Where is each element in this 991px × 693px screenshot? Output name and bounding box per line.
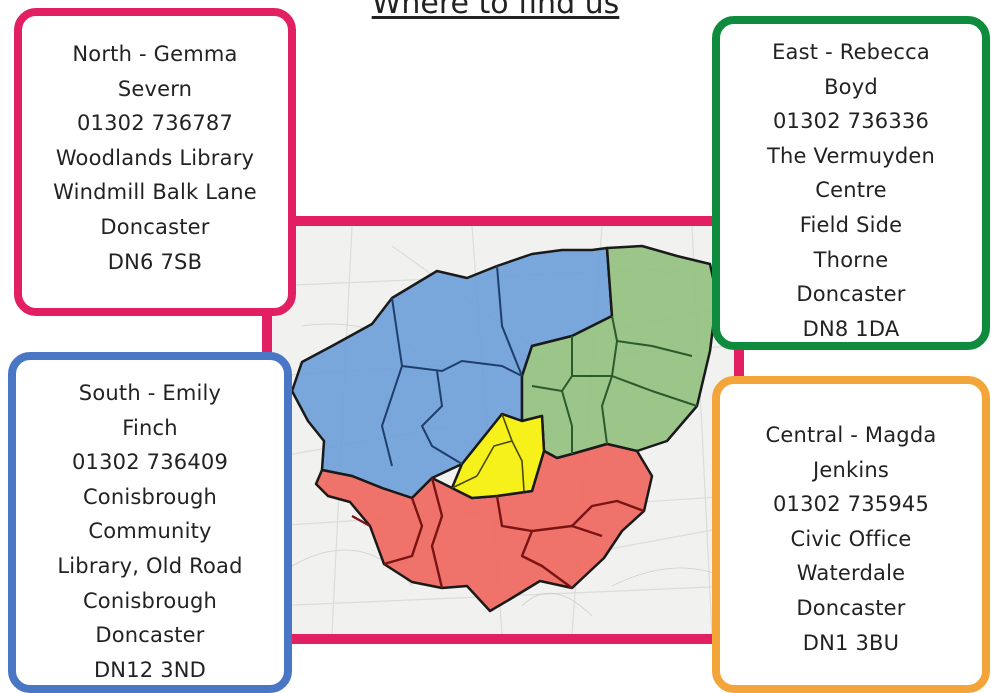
north-contact-name: North - Gemma bbox=[72, 42, 238, 66]
central-contact-card: Central - Magda Jenkins 01302 735945 Civ… bbox=[712, 376, 990, 693]
east-address-line-3: Field Side bbox=[799, 212, 903, 237]
central-address-line-3: Doncaster bbox=[796, 595, 906, 620]
east-address-line-1: The Vermuyden bbox=[766, 143, 935, 168]
central-address-line-2: Waterdale bbox=[796, 561, 906, 586]
central-address-line-1: Civic Office bbox=[790, 526, 912, 551]
east-postcode: DN8 1DA bbox=[802, 316, 900, 341]
south-contact-phone[interactable]: 01302 736409 bbox=[71, 450, 229, 475]
east-contact-card: East - Rebecca Boyd 01302 736336 The Ver… bbox=[712, 16, 990, 350]
central-contact-surname: Jenkins bbox=[812, 457, 890, 482]
south-contact-surname: Finch bbox=[122, 415, 178, 440]
south-address-line-4: Conisbrough bbox=[82, 588, 218, 613]
south-contact-name: South - Emily bbox=[78, 381, 222, 405]
south-postcode: DN12 3ND bbox=[93, 657, 207, 682]
north-contact-card: North - Gemma Severn 01302 736787 Woodla… bbox=[14, 8, 296, 316]
south-address-line-1: Conisbrough bbox=[82, 484, 218, 509]
north-address-line-1: Woodlands Library bbox=[55, 145, 255, 170]
central-contact-name: Central - Magda bbox=[765, 423, 937, 447]
east-address-line-4: Thorne bbox=[813, 247, 889, 272]
page-title: Where to find us bbox=[371, 0, 620, 21]
south-address-line-5: Doncaster bbox=[95, 623, 205, 648]
north-contact-surname: Severn bbox=[117, 76, 193, 101]
north-address-line-2: Windmill Balk Lane bbox=[53, 180, 257, 205]
east-address-line-5: Doncaster bbox=[796, 282, 906, 307]
east-address-line-2: Centre bbox=[815, 178, 887, 203]
area-map-svg bbox=[272, 226, 734, 634]
east-contact-phone[interactable]: 01302 736336 bbox=[772, 109, 930, 134]
north-postcode: DN6 7SB bbox=[107, 249, 203, 274]
south-contact-card: South - Emily Finch 01302 736409 Conisbr… bbox=[8, 352, 292, 693]
south-address-line-2: Community bbox=[88, 519, 212, 544]
central-postcode: DN1 3BU bbox=[802, 630, 900, 655]
east-contact-surname: Boyd bbox=[824, 74, 878, 99]
north-address-line-3: Doncaster bbox=[100, 214, 210, 239]
east-contact-name: East - Rebecca bbox=[772, 40, 930, 64]
north-contact-phone[interactable]: 01302 736787 bbox=[76, 111, 234, 136]
area-map bbox=[262, 216, 744, 644]
central-contact-phone[interactable]: 01302 735945 bbox=[772, 492, 930, 517]
south-address-line-3: Library, Old Road bbox=[57, 553, 243, 578]
